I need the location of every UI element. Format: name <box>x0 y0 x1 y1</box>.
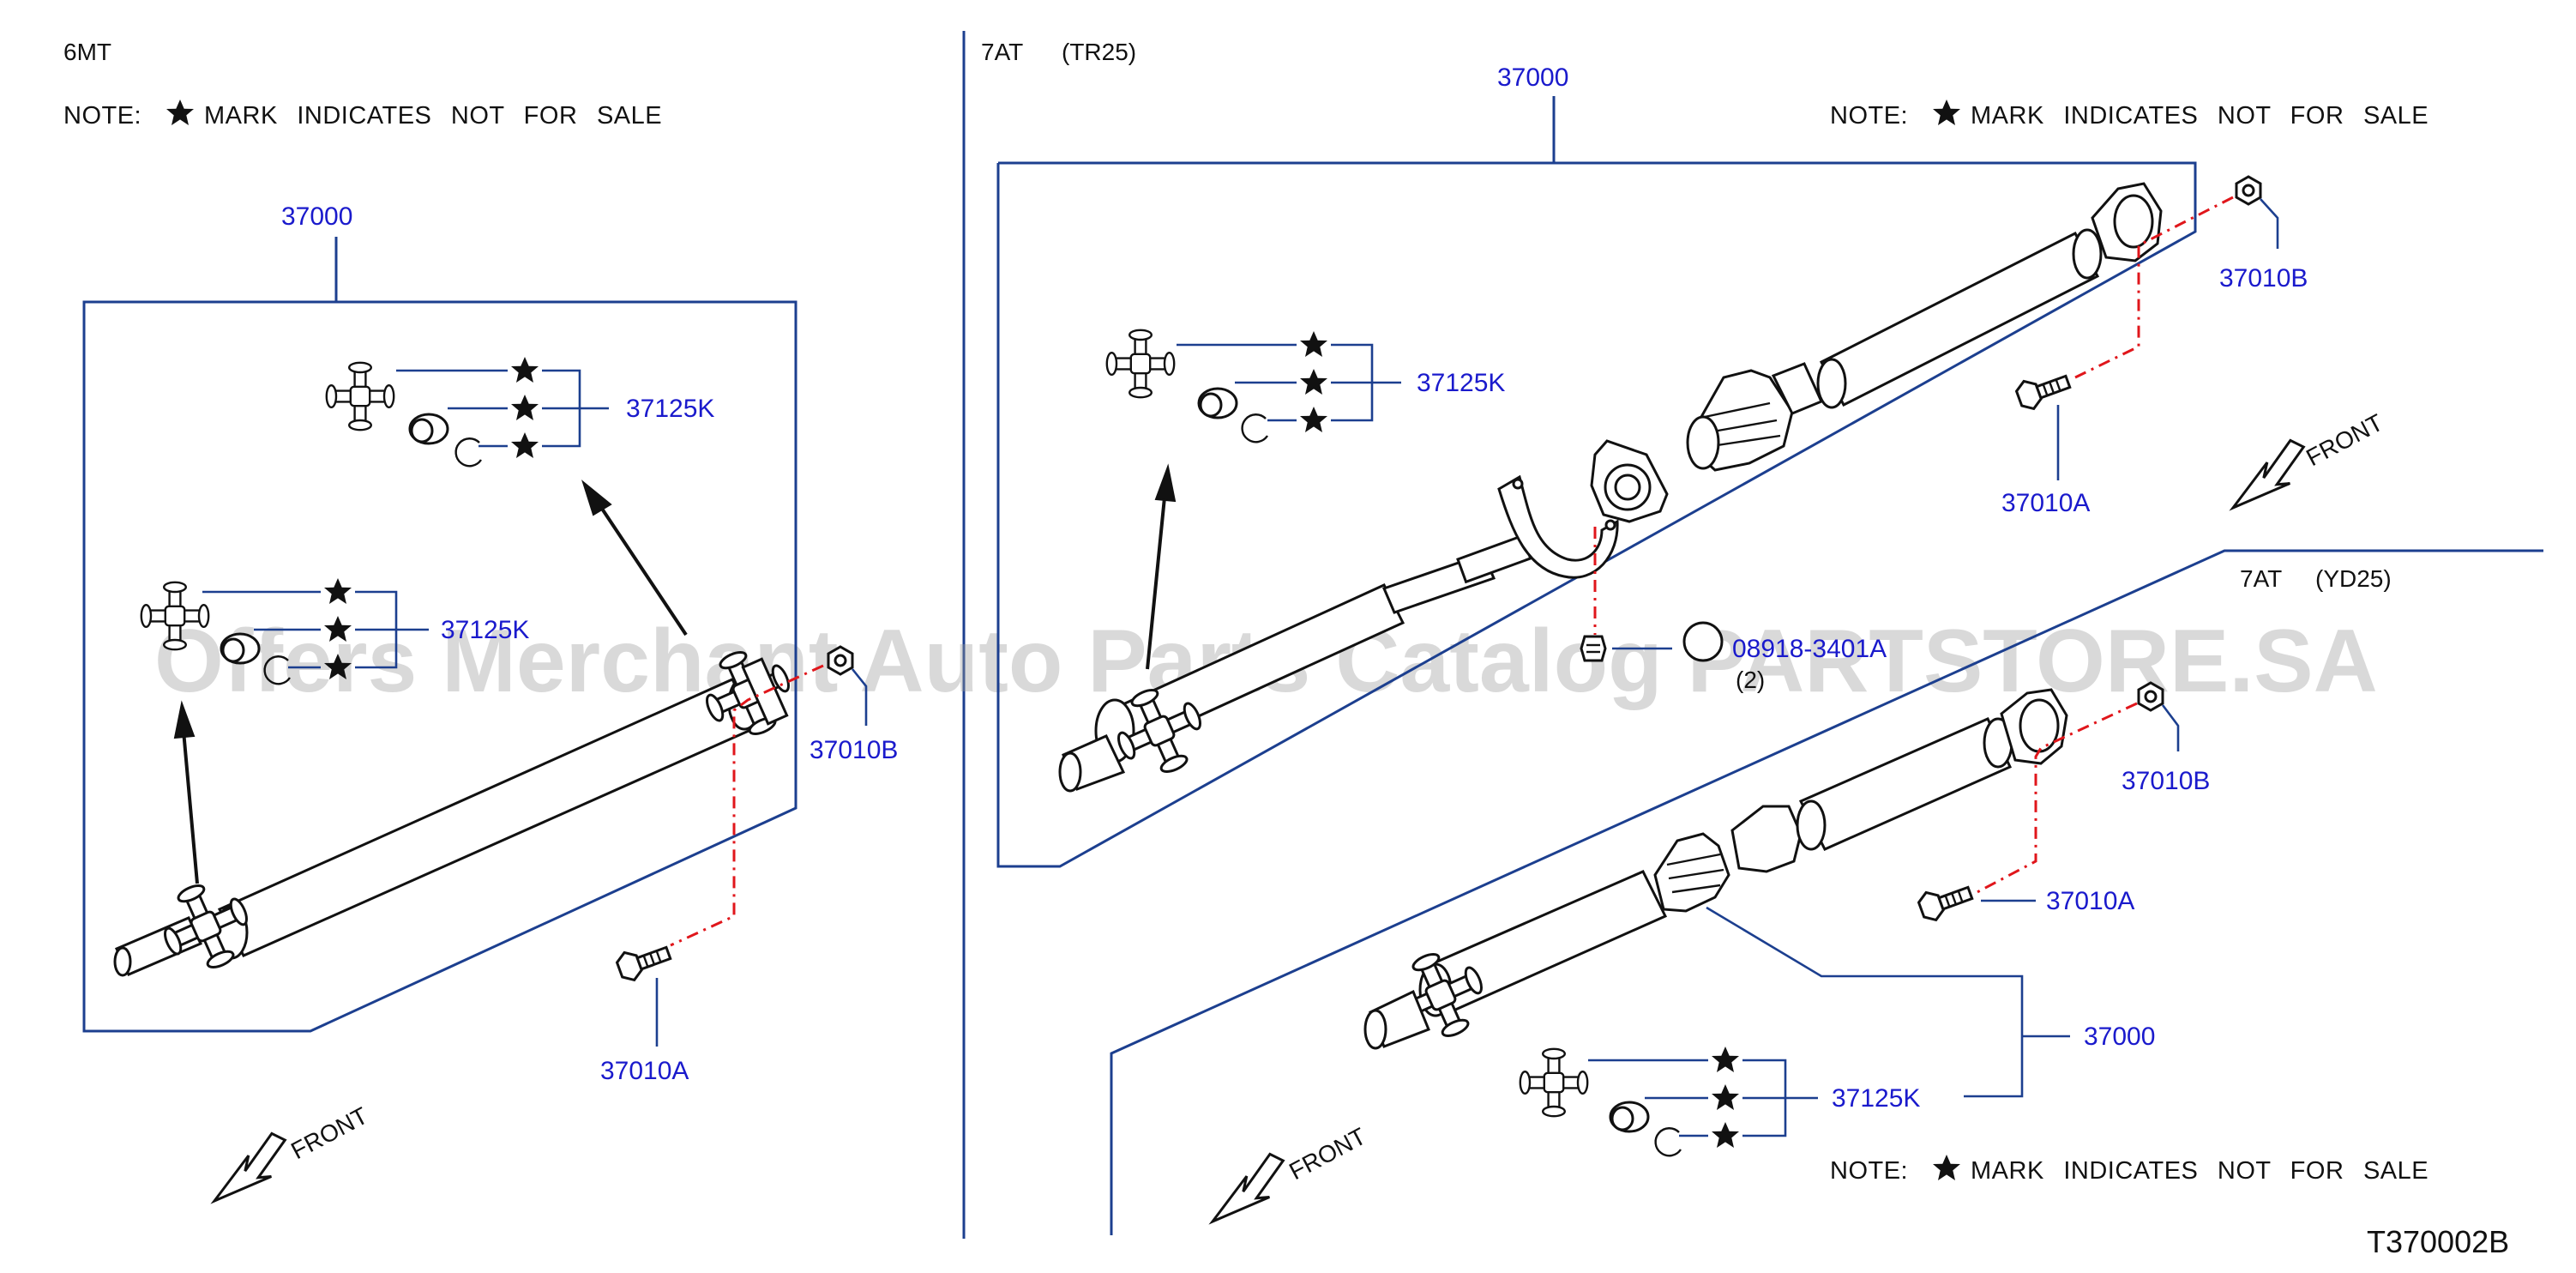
section-subtitle-7at-tr25: (TR25) <box>1062 39 1136 65</box>
front-arrow-icon <box>197 1128 298 1207</box>
part-label-37010b-tr25: 37010B <box>2219 264 2308 293</box>
front-arrow-icon <box>1195 1149 1297 1228</box>
ujoint-kit-upper-6mt: 37125K <box>325 357 714 468</box>
star-icon <box>1300 369 1327 395</box>
note-6mt: NOTE: MARK INDICATES NOT FOR SALE <box>63 100 662 130</box>
part-label-37000-yd25: 37000 <box>2084 1023 2155 1051</box>
star-icon <box>1300 407 1327 432</box>
front-label-6mt: FRONT <box>286 1102 372 1165</box>
note-suffix: MARK INDICATES NOT FOR SALE <box>1971 102 2429 130</box>
driveshaft-tr25-front <box>1058 534 1532 793</box>
nut-icon <box>2137 681 2164 712</box>
part-label-37000-6mt: 37000 <box>281 202 352 231</box>
nut-icon <box>827 645 854 676</box>
star-icon <box>1933 100 1960 125</box>
bolt-icon <box>1915 877 1977 926</box>
part-label-37010a-yd25: 37010A <box>2046 887 2134 915</box>
part-label-08918-3401a: 08918-3401A <box>1732 635 1887 663</box>
star-icon <box>1300 331 1327 357</box>
ujoint-kit-lower-6mt: 37125K <box>140 578 529 685</box>
bolt-icon <box>613 937 675 986</box>
note-label: NOTE: <box>63 102 141 130</box>
star-icon <box>1933 1155 1960 1180</box>
figure-code: T370002B <box>2367 1224 2509 1259</box>
part-label-37125k-tr25: 37125K <box>1417 369 1505 397</box>
part-label-37000-tr25: 37000 <box>1497 63 1568 92</box>
ujoint-kit-tr25: 37125K <box>1105 329 1505 443</box>
star-icon <box>511 395 539 420</box>
driveshaft-tr25-rear <box>1686 182 2163 472</box>
section-title-7at-yd25: 7AT <box>2240 565 2282 592</box>
part-label-37010b-6mt: 37010B <box>810 736 898 764</box>
star-icon <box>511 432 539 458</box>
arrow-to-lower-kit <box>173 700 199 884</box>
note-suffix: MARK INDICATES NOT FOR SALE <box>1971 1157 2429 1185</box>
star-icon <box>324 578 352 604</box>
section-frame-yd25 <box>1110 549 2543 1235</box>
front-label-yd25: FRONT <box>1285 1123 1370 1186</box>
section-7at-tr25: 7AT (TR25) NOTE: MARK INDICATES NOT FOR … <box>981 39 2429 868</box>
bracket-bolt-icon <box>1580 635 1607 662</box>
star-icon <box>1712 1047 1739 1072</box>
star-icon <box>166 100 194 125</box>
part-label-37125k-yd25: 37125K <box>1832 1084 1920 1113</box>
bolt-icon <box>2013 365 2074 414</box>
assembly-frame-6mt <box>82 237 797 1033</box>
assembly-frame-tr25 <box>996 161 2197 868</box>
part-label-37125k-lower: 37125K <box>441 616 529 644</box>
star-icon <box>1712 1084 1739 1110</box>
front-label-tr25: FRONT <box>2302 409 2387 472</box>
note-label: NOTE: <box>1830 1157 1908 1185</box>
star-icon <box>511 357 539 383</box>
note-7at-yd25: NOTE: MARK INDICATES NOT FOR SALE <box>1830 1155 2429 1185</box>
arrow-to-tr25-kit <box>1146 463 1177 670</box>
center-bearing-tr25 <box>1590 439 1669 523</box>
part-label-37010a-tr25: 37010A <box>2001 489 2090 517</box>
note-suffix: MARK INDICATES NOT FOR SALE <box>204 102 662 130</box>
part-qty-08918-3401a: (2) <box>1736 667 1765 693</box>
ujoint-kit-yd25: 37125K <box>1519 1047 1920 1157</box>
star-icon <box>1712 1122 1739 1148</box>
part-label-37010a-6mt: 37010A <box>600 1057 689 1085</box>
section-title-7at-tr25: 7AT <box>981 39 1023 65</box>
arrow-to-upper-kit <box>581 480 688 636</box>
section-subtitle-7at-yd25: (YD25) <box>2315 565 2392 592</box>
washer-icon <box>1682 621 1724 662</box>
note-7at-tr25: NOTE: MARK INDICATES NOT FOR SALE <box>1830 100 2429 130</box>
note-label: NOTE: <box>1830 102 1908 130</box>
bracket-tr25 <box>1497 474 1619 579</box>
section-title-6mt: 6MT <box>63 39 111 65</box>
section-6mt: 6MT NOTE: MARK INDICATES NOT FOR SALE 37… <box>63 39 898 1207</box>
part-label-37010b-yd25: 37010B <box>2122 767 2210 795</box>
part-label-37125k-upper: 37125K <box>626 395 714 423</box>
nut-icon <box>2235 175 2262 206</box>
driveshaft-yd25 <box>1363 688 2068 1053</box>
